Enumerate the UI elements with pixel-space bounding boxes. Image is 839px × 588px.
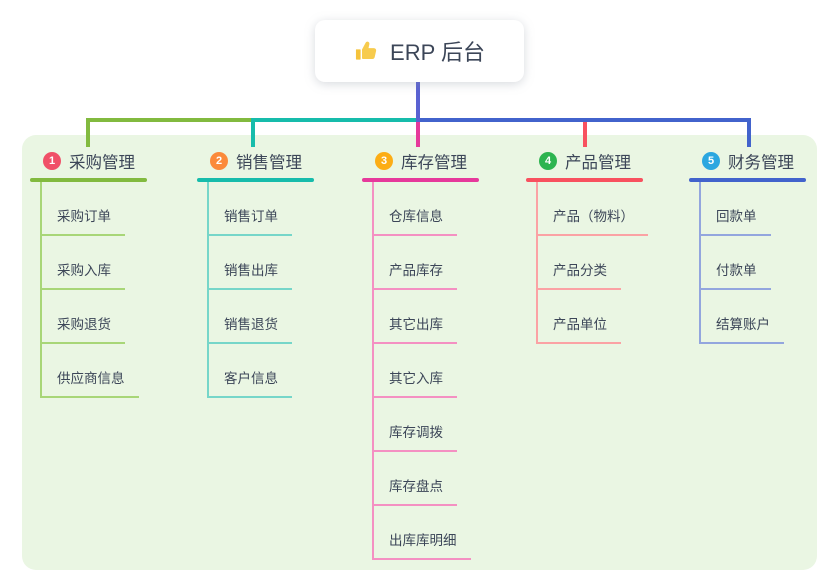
branch-label: 采购管理 bbox=[69, 154, 135, 172]
branch-children: 采购订单 采购入库 采购退货 供应商信息 bbox=[40, 182, 147, 398]
child-node[interactable]: 客户信息 bbox=[207, 344, 292, 398]
child-node[interactable]: 销售退货 bbox=[207, 290, 292, 344]
branch-node-inventory[interactable]: 3 库存管理 bbox=[362, 148, 479, 174]
branch-inventory-management: 3 库存管理 仓库信息 产品库存 其它出库 其它入库 库存调拨 库存盘点 出库库… bbox=[362, 148, 479, 560]
child-node[interactable]: 产品分类 bbox=[536, 236, 621, 290]
branch-children: 产品（物料） 产品分类 产品单位 bbox=[536, 182, 648, 344]
child-node[interactable]: 付款单 bbox=[699, 236, 771, 290]
child-node[interactable]: 库存调拨 bbox=[372, 398, 457, 452]
child-node[interactable]: 采购入库 bbox=[40, 236, 125, 290]
child-node[interactable]: 采购订单 bbox=[40, 182, 125, 236]
branch-children: 销售订单 销售出库 销售退货 客户信息 bbox=[207, 182, 314, 398]
child-node[interactable]: 产品（物料） bbox=[536, 182, 648, 236]
branch-number-badge: 2 bbox=[210, 152, 228, 170]
child-node[interactable]: 采购退货 bbox=[40, 290, 125, 344]
branch-number-badge: 5 bbox=[702, 152, 720, 170]
thumbs-up-icon bbox=[354, 38, 380, 64]
child-node[interactable]: 其它出库 bbox=[372, 290, 457, 344]
branch-underline bbox=[30, 178, 147, 182]
branch-underline bbox=[689, 178, 806, 182]
child-node[interactable]: 库存盘点 bbox=[372, 452, 457, 506]
branch-node-finance[interactable]: 5 财务管理 bbox=[689, 148, 806, 174]
branch-underline bbox=[526, 178, 643, 182]
child-node[interactable]: 出库库明细 bbox=[372, 506, 471, 560]
child-node[interactable]: 其它入库 bbox=[372, 344, 457, 398]
branches-background-panel bbox=[22, 135, 817, 570]
branch-label: 销售管理 bbox=[236, 154, 302, 172]
branch-children: 仓库信息 产品库存 其它出库 其它入库 库存调拨 库存盘点 出库库明细 bbox=[372, 182, 479, 560]
child-node[interactable]: 回款单 bbox=[699, 182, 771, 236]
child-node[interactable]: 供应商信息 bbox=[40, 344, 139, 398]
child-node[interactable]: 销售出库 bbox=[207, 236, 292, 290]
branch-number-badge: 4 bbox=[539, 152, 557, 170]
branch-purchase-management: 1 采购管理 采购订单 采购入库 采购退货 供应商信息 bbox=[30, 148, 147, 398]
branch-node-purchase[interactable]: 1 采购管理 bbox=[30, 148, 147, 174]
branch-label: 产品管理 bbox=[565, 154, 631, 172]
child-node[interactable]: 结算账户 bbox=[699, 290, 784, 344]
child-node[interactable]: 产品库存 bbox=[372, 236, 457, 290]
branch-underline bbox=[197, 178, 314, 182]
child-node[interactable]: 产品单位 bbox=[536, 290, 621, 344]
branch-children: 回款单 付款单 结算账户 bbox=[699, 182, 806, 344]
branch-underline bbox=[362, 178, 479, 182]
root-node-erp-backend[interactable]: ERP 后台 bbox=[315, 20, 524, 82]
branch-number-badge: 1 bbox=[43, 152, 61, 170]
branch-finance-management: 5 财务管理 回款单 付款单 结算账户 bbox=[689, 148, 806, 344]
child-node[interactable]: 销售订单 bbox=[207, 182, 292, 236]
branch-product-management: 4 产品管理 产品（物料） 产品分类 产品单位 bbox=[526, 148, 648, 344]
branch-sales-management: 2 销售管理 销售订单 销售出库 销售退货 客户信息 bbox=[197, 148, 314, 398]
branch-label: 财务管理 bbox=[728, 154, 794, 172]
root-title: ERP 后台 bbox=[390, 40, 485, 65]
branch-node-sales[interactable]: 2 销售管理 bbox=[197, 148, 314, 174]
branch-label: 库存管理 bbox=[401, 154, 467, 172]
child-node[interactable]: 仓库信息 bbox=[372, 182, 457, 236]
branch-number-badge: 3 bbox=[375, 152, 393, 170]
branch-node-product[interactable]: 4 产品管理 bbox=[526, 148, 648, 174]
